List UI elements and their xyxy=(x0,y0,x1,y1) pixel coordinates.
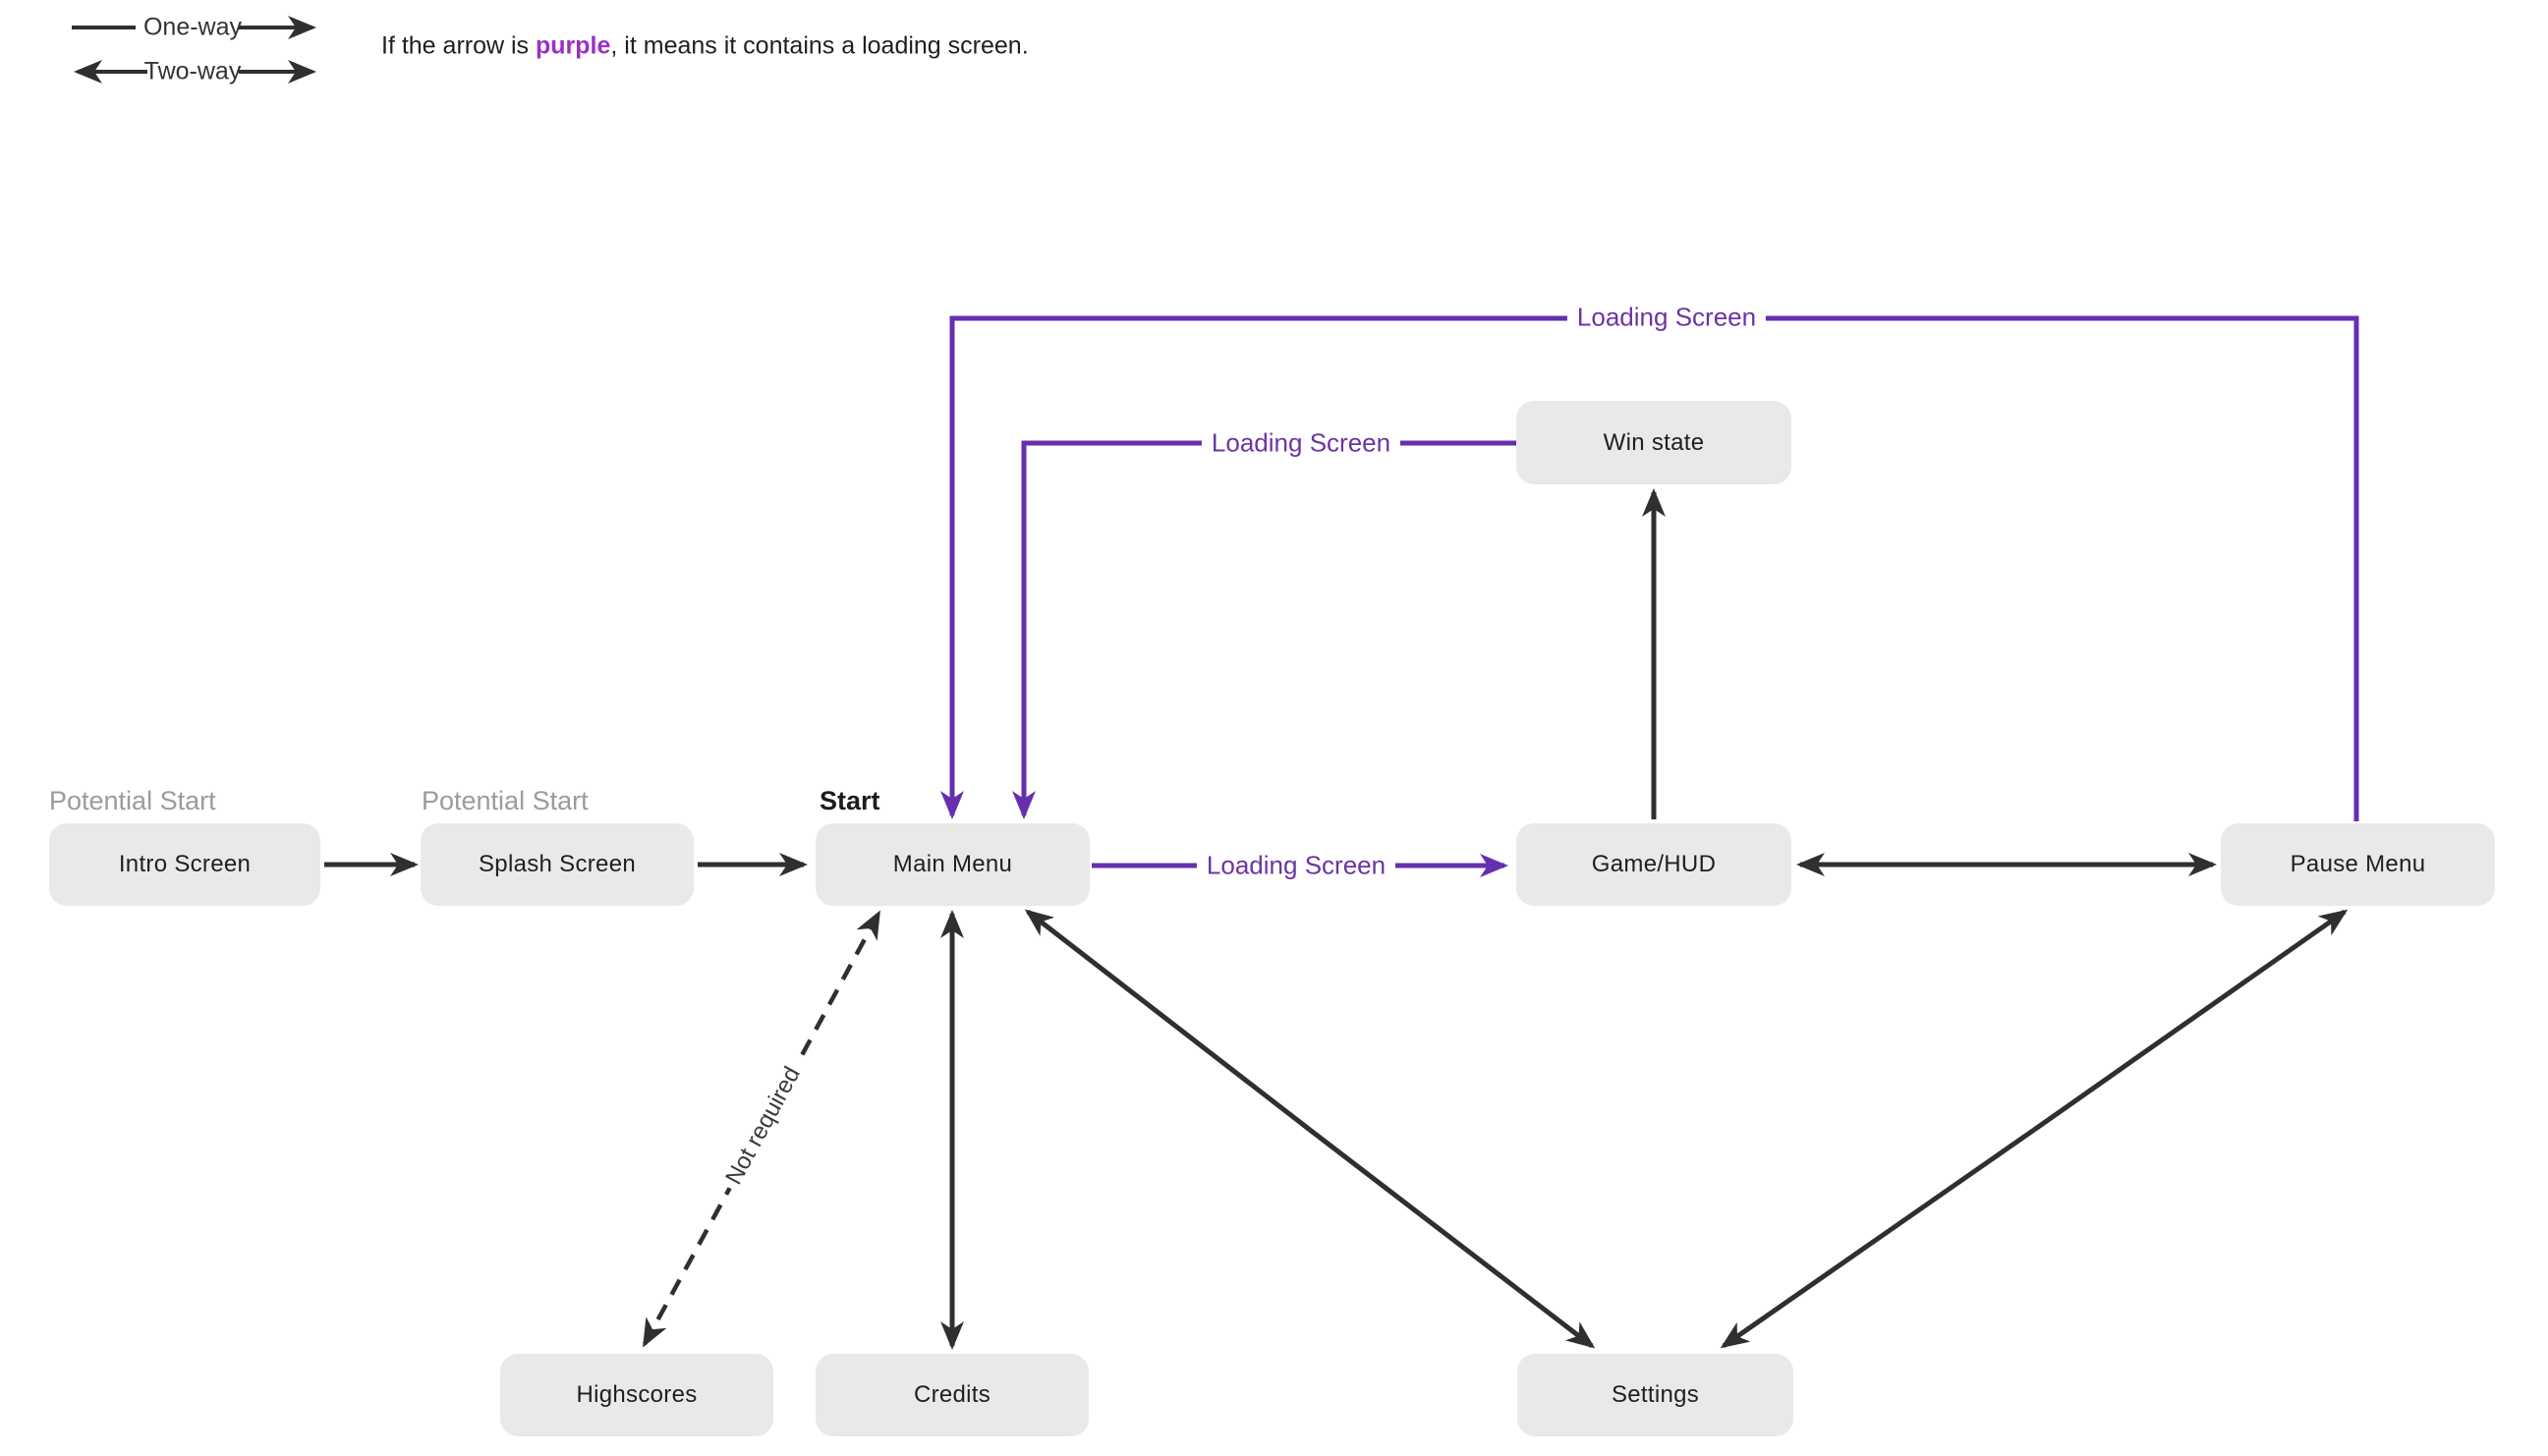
edge-winstate-to-main-loading xyxy=(1012,440,1516,819)
node-credits-label: Credits xyxy=(913,1381,991,1408)
node-game-hud: Game/HUD xyxy=(1516,823,1791,906)
node-settings: Settings xyxy=(1517,1354,1793,1436)
node-highscores-label: Highscores xyxy=(576,1381,698,1408)
edge-main-settings-down-half xyxy=(1308,1128,1596,1349)
purple-note: If the arrow is purple, it means it cont… xyxy=(381,32,1029,61)
edge-pause-settings-up-half xyxy=(2032,909,2349,1133)
node-pause-menu: Pause Menu xyxy=(2221,823,2495,906)
loading-screen-label-main-gamehud: Loading Screen xyxy=(1196,849,1396,882)
edge-pause-settings-down-half xyxy=(1720,1127,2036,1349)
node-credits: Credits xyxy=(816,1354,1089,1436)
node-highscores: Highscores xyxy=(500,1354,773,1436)
start-label: Start xyxy=(820,786,880,815)
purple-note-prefix: If the arrow is xyxy=(381,31,536,60)
loading-screen-label-pause-main: Loading Screen xyxy=(1566,301,1767,334)
purple-note-keyword: purple xyxy=(536,31,611,60)
legend-one-way-label: One-way xyxy=(142,13,243,41)
potential-start-label-intro: Potential Start xyxy=(49,786,216,815)
node-win-state-label: Win state xyxy=(1603,428,1705,456)
node-settings-label: Settings xyxy=(1611,1381,1700,1408)
node-win-state: Win state xyxy=(1516,401,1791,484)
node-main-menu-label: Main Menu xyxy=(892,851,1013,877)
legend-two-way-label: Two-way xyxy=(143,57,242,85)
loading-screen-label-winstate-main: Loading Screen xyxy=(1201,426,1401,460)
edge-main-settings-up-half xyxy=(1024,909,1312,1132)
node-splash-screen-label: Splash Screen xyxy=(479,851,636,877)
node-splash-screen: Splash Screen xyxy=(421,823,694,906)
node-intro-screen-label: Intro Screen xyxy=(118,851,252,877)
node-main-menu: Main Menu xyxy=(816,823,1090,906)
node-pause-menu-label: Pause Menu xyxy=(2290,851,2426,877)
node-game-hud-label: Game/HUD xyxy=(1591,851,1717,877)
potential-start-label-splash: Potential Start xyxy=(422,786,589,815)
node-intro-screen: Intro Screen xyxy=(49,823,320,906)
purple-note-suffix: , it means it contains a loading screen. xyxy=(610,31,1029,60)
